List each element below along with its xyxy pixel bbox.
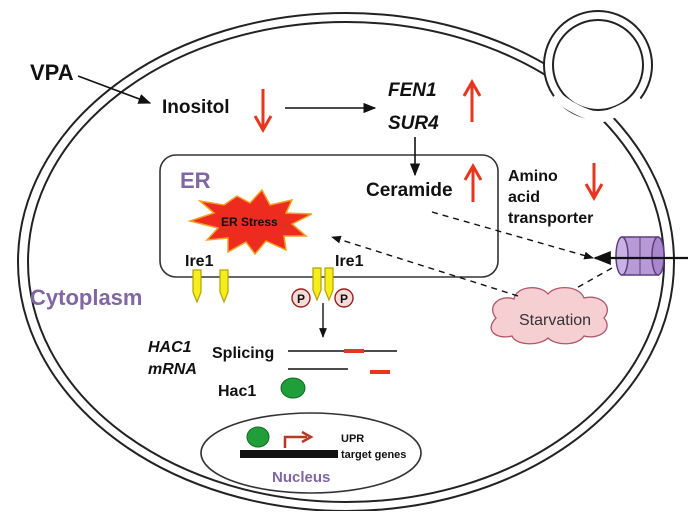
- mrna-spliced: [288, 368, 390, 374]
- inositol-label: Inositol: [162, 97, 230, 118]
- ceramide-label: Ceramide: [366, 180, 453, 201]
- dna-bar: [240, 450, 338, 458]
- hac1-mrna-label-1: HAC1: [148, 339, 192, 356]
- hac1-label: Hac1: [218, 383, 256, 400]
- cylinder-channel-icon: [615, 236, 665, 276]
- protein-blob-icon: [246, 426, 270, 448]
- hac1-mrna-label-2: mRNA: [148, 361, 197, 378]
- nucleus-label: Nucleus: [272, 469, 330, 486]
- upr-label-2: target genes: [341, 449, 406, 461]
- er-label: ER: [180, 168, 211, 193]
- ire1-left-label: Ire1: [185, 253, 214, 270]
- amino-acid-label-1: Amino: [508, 168, 558, 185]
- receptor-icon: [192, 269, 229, 304]
- phospho-left-icon: P: [291, 288, 311, 308]
- ire1-right-label: Ire1: [335, 253, 364, 270]
- vpa-label: VPA: [30, 60, 74, 85]
- ceramide-up-arrow: [463, 162, 483, 202]
- starvation-label: Starvation: [519, 312, 591, 329]
- sur4-label: SUR4: [388, 113, 439, 134]
- phospho-right-label: P: [340, 292, 348, 306]
- upr-label-1: UPR: [341, 433, 364, 445]
- protein-blob-icon: [280, 377, 306, 399]
- er-stress-label: ER Stress: [221, 215, 278, 229]
- inositol-down-arrow: [253, 89, 273, 134]
- vpa-arrow: [77, 75, 152, 104]
- splicing-label: Splicing: [212, 345, 274, 362]
- cloud-icon: [490, 287, 608, 345]
- phospho-left-label: P: [297, 292, 305, 306]
- receptor-icon: [312, 267, 334, 302]
- ceramide-to-transporter-dashed-arrow: [431, 211, 594, 260]
- starburst-icon: [187, 188, 313, 256]
- transcription-start-arrow: [283, 430, 314, 448]
- fen1-label: FEN1: [388, 80, 437, 101]
- amino-acid-label-2: acid: [508, 189, 540, 206]
- phospho-right-icon: P: [334, 288, 354, 308]
- fen1-up-arrow: [462, 78, 482, 122]
- amino-acid-label-3: transporter: [508, 210, 593, 227]
- bud: [543, 10, 653, 124]
- transporter-down-arrow: [584, 163, 604, 202]
- cytoplasm-label: Cytoplasm: [30, 285, 142, 310]
